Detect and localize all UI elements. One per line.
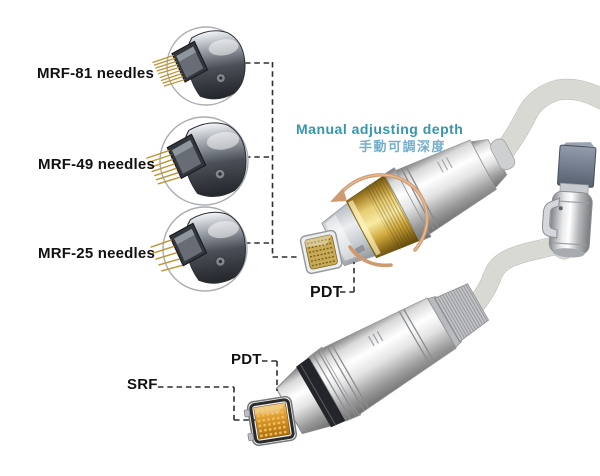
mrf-handpiece-cable xyxy=(494,78,600,161)
mrf-handpiece xyxy=(321,138,516,267)
leader-pdt-bottom xyxy=(262,360,278,391)
connector-clamp-lever xyxy=(541,197,561,239)
cartridge-photo-mrf49 xyxy=(146,116,252,206)
label-mrf-25-needles: MRF-25 needles xyxy=(38,245,155,262)
srf-handpiece-cable xyxy=(468,236,574,312)
leader-pdt-top xyxy=(340,262,355,293)
label-mrf-49-needles: MRF-49 needles xyxy=(38,156,155,173)
label-pdt-top: PDT xyxy=(310,284,343,301)
label-srf: SRF xyxy=(127,376,158,393)
mrf-handpiece-body xyxy=(395,139,497,235)
needles-9-rows xyxy=(152,54,185,87)
needles-7-rows xyxy=(146,149,181,185)
mrf-needle-tip xyxy=(299,229,343,275)
label-manual-adjusting-depth: Manual adjusting depth xyxy=(296,121,464,137)
cartridge-tree-lines xyxy=(245,62,300,258)
black-ring xyxy=(296,355,348,428)
rotation-arrow-icon xyxy=(330,173,429,268)
cartridge-photo-mrf81 xyxy=(152,26,250,106)
label-pdt-bottom: PDT xyxy=(231,351,262,368)
label-manual-adjusting-depth-zh: 手動可調深度 xyxy=(359,139,447,154)
cartridge-photo-mrf25 xyxy=(150,206,251,292)
cable-connector xyxy=(541,142,597,258)
label-leader-lines xyxy=(158,262,355,421)
leader-srf xyxy=(158,386,255,421)
srf-handpiece xyxy=(275,283,490,435)
label-mrf-81-needles: MRF-81 needles xyxy=(37,65,154,82)
srf-handpiece-body xyxy=(319,297,457,416)
needles-5-rows xyxy=(150,239,183,272)
connector-block xyxy=(556,144,597,188)
srf-needle-tip xyxy=(243,395,298,447)
